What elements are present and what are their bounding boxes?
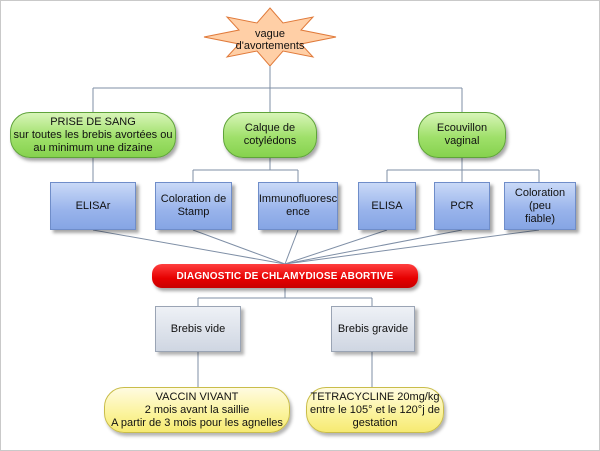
test-coloration-stamp: Coloration de Stamp: [155, 182, 232, 230]
branch-line: Calque de: [244, 122, 296, 134]
branch-calque-cotyledons: Calque de cotylédons: [223, 112, 317, 158]
treatment-vaccin-vivant: VACCIN VIVANT 2 mois avant la saillie A …: [104, 387, 290, 433]
treatment-line: entre le 105° et le 120°j de: [310, 403, 440, 416]
test-pcr: PCR: [434, 182, 490, 230]
treatment-line: A partir de 3 mois pour les agnelles: [111, 416, 283, 429]
test-label: ELISA: [371, 199, 403, 212]
test-immunofluorescence: Immunofluoresc ence: [258, 182, 338, 230]
test-elisa: ELISA: [358, 182, 416, 230]
test-label: Coloration de: [160, 193, 227, 205]
test-label: Coloration (peu: [514, 186, 566, 212]
branch-line: au minimum une dizaine: [33, 141, 153, 154]
branch-line: Ecouvillon: [436, 122, 488, 134]
test-label: PCR: [450, 199, 474, 212]
branch-line: vaginal: [444, 135, 480, 147]
treatment-line: 2 mois avant la saillie: [144, 403, 250, 416]
branch-prise-de-sang: PRISE DE SANG sur toutes les brebis avor…: [10, 112, 176, 158]
test-label: fiable): [525, 212, 555, 225]
treatment-tetracycline: TETRACYCLINE 20mg/kg entre le 105° et le…: [306, 387, 444, 433]
branch-line: cotylédons: [243, 135, 297, 147]
treatment-line: TETRACYCLINE 20mg/kg: [310, 390, 440, 403]
test-label: ence: [286, 206, 310, 218]
test-label: Immunofluoresc: [258, 193, 338, 205]
test-coloration-peu-fiable: Coloration (peu fiable): [504, 182, 576, 230]
branch-line: PRISE DE SANG: [50, 115, 136, 128]
case-brebis-gravide: Brebis gravide: [331, 306, 415, 352]
root-node-label: vague d'avortements: [235, 28, 305, 52]
branch-ecouvillon-vaginal: Ecouvillon vaginal: [418, 112, 506, 158]
test-label: ELISAr: [75, 199, 111, 212]
treatment-line: gestation: [352, 416, 398, 429]
test-elisar: ELISAr: [50, 182, 136, 230]
treatment-line: VACCIN VIVANT: [155, 390, 239, 403]
test-label: Stamp: [177, 206, 210, 218]
case-brebis-vide: Brebis vide: [155, 306, 241, 352]
diagnosis-banner: DIAGNOSTIC DE CHLAMYDIOSE ABORTIVE: [152, 264, 418, 288]
branch-line: sur toutes les brebis avortées ou: [13, 128, 173, 141]
